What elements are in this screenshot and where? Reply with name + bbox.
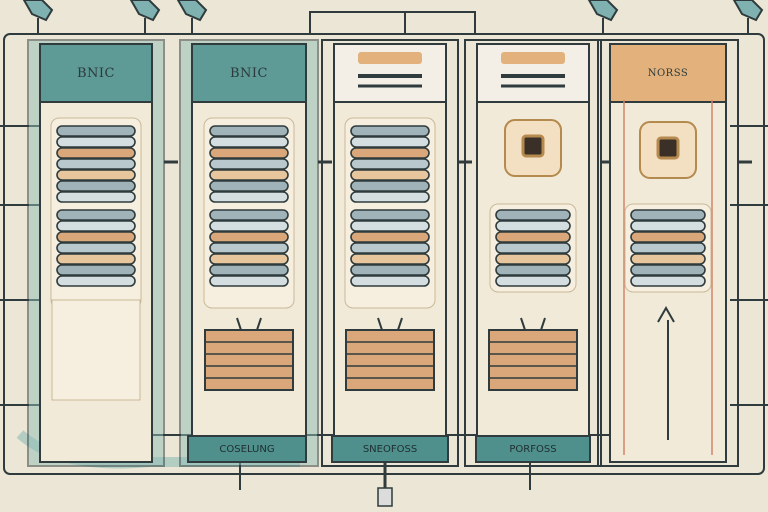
clamp-icon	[22, 0, 54, 34]
clamp-icon	[129, 0, 161, 34]
rack-column	[597, 39, 752, 467]
clamp-icon	[176, 0, 208, 34]
rack-column	[321, 39, 472, 467]
lock-icon	[639, 121, 697, 179]
rack-columns	[27, 39, 752, 467]
bottom-label-box	[475, 435, 591, 463]
column-header	[609, 43, 727, 103]
bottom-label-box	[331, 435, 449, 463]
rack-column	[27, 39, 178, 467]
clamp-icon	[732, 0, 764, 34]
vent-icon	[358, 52, 422, 88]
rack-column	[464, 39, 615, 467]
lock-icon	[504, 119, 562, 177]
vent-icon	[501, 52, 565, 88]
top-clamps	[22, 0, 764, 34]
rack-column	[179, 39, 332, 467]
column-header	[39, 43, 153, 103]
clamp-icon	[587, 0, 619, 34]
bottom-label-box	[187, 435, 307, 463]
column-header	[191, 43, 307, 103]
